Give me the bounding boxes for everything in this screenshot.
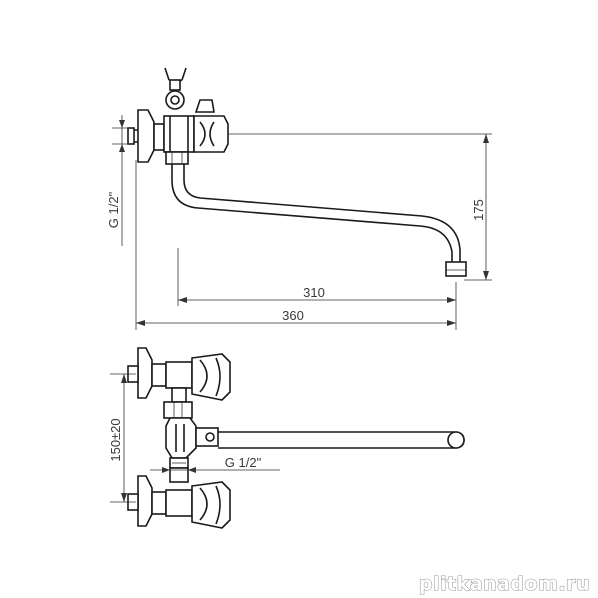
spout-front (218, 431, 465, 449)
length-dimension: 360 (135, 160, 457, 330)
side-view: 175 G 1/2" 310 360 (106, 67, 492, 330)
reach-label: 310 (303, 285, 325, 300)
thread-label-side: G 1/2" (106, 191, 121, 228)
centers-label: 150±20 (108, 418, 123, 461)
thread-dimension-front: G 1/2" (150, 455, 280, 473)
thread-label-front: G 1/2" (225, 455, 262, 470)
reach-dimension: 310 (177, 248, 457, 306)
lower-valve (127, 467, 231, 529)
thread-dimension-side: G 1/2" (106, 115, 130, 246)
height-label: 175 (471, 199, 486, 221)
wall-flange (127, 109, 165, 163)
height-dimension: 175 (471, 134, 489, 280)
shower-holder-hook (164, 67, 187, 110)
length-label: 360 (282, 308, 304, 323)
spout (171, 164, 467, 277)
mixer-body (163, 115, 195, 165)
diverter-handle (193, 99, 229, 153)
front-view: 150±20 G 1/2" (108, 347, 465, 529)
centers-dimension: 150±20 (108, 373, 136, 503)
watermark: plitkanadom.ru (419, 573, 590, 595)
central-body (163, 387, 219, 469)
